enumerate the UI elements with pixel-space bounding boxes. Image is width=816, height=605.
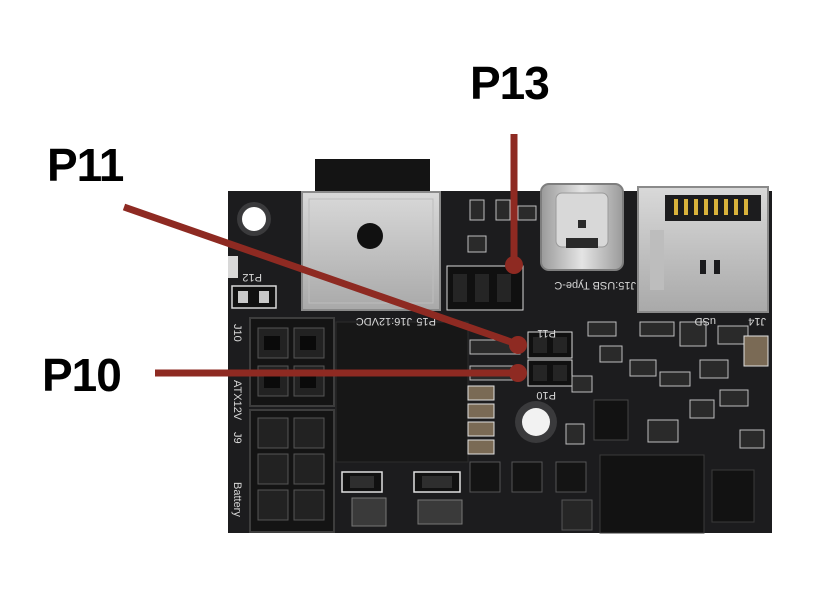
ic-small-3 [555,461,587,493]
power-inductor [335,321,469,463]
silk-p12: P12 [242,271,262,283]
silk-j9: J9 [231,432,243,444]
battery-connector-j9 [249,409,335,533]
silk-p10: P10 [536,389,556,401]
silk-atx12v: ATX12V [231,380,243,421]
diode-left [351,497,387,527]
ic-small-2 [511,461,543,493]
silk-usb-c: J15:USB Type-C [554,279,636,291]
pin-header-p11 [527,331,573,359]
dc-barrel-jack [301,159,441,311]
mounting-hole-top-left [237,202,271,236]
silk-battery: Battery [231,482,243,517]
silk-j14: J14 [748,315,766,327]
leader-dot-p13 [505,256,523,274]
microsd-card-slot [637,186,769,313]
leader-dot-p10 [509,364,527,382]
leader-line-p11 [122,203,516,347]
callout-label-p13: P13 [470,57,550,109]
silk-dc-jack: J16:12VDC [356,315,412,327]
vertical-capacitors [467,335,769,455]
pin-header-p12 [228,256,277,309]
pin-header-p13 [446,265,524,311]
ic-large [599,454,705,534]
silk-j10: J10 [231,324,243,342]
silk-usd: uSD [695,315,716,327]
diode-mid [561,499,593,531]
fuse-right [413,471,461,493]
silk-p11: P11 [537,327,556,339]
ic-small-4 [711,469,755,523]
fuse-left [341,471,383,493]
mounting-hole-center [515,401,557,443]
diode-right [417,499,463,525]
callout-label-p11: P11 [47,139,124,191]
ic-small-1 [469,461,501,493]
usb-type-c-connector [540,183,624,271]
leader-dot-p11 [509,336,527,354]
silk-p15: P15 [416,315,436,327]
atx12v-connector-j10 [249,317,335,407]
callout-label-p10: P10 [42,349,122,401]
ic-medium [593,399,629,441]
pin-header-p10 [527,359,573,387]
